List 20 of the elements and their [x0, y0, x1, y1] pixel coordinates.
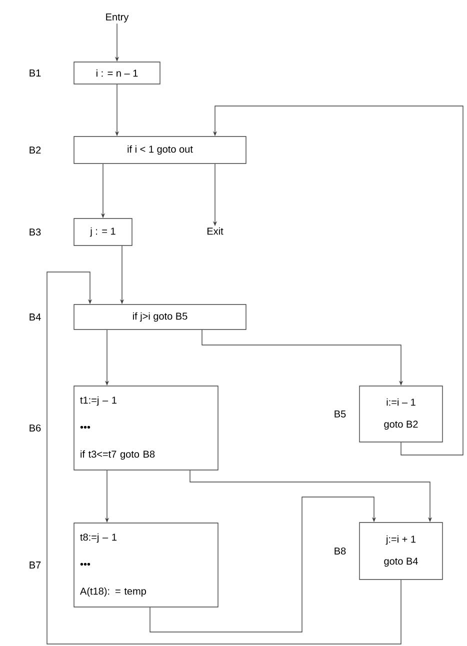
block-box: if j>i goto B5 [74, 304, 246, 330]
block-label: B8 [334, 547, 346, 555]
block-label: B2 [30, 146, 41, 154]
block-box: if i < 1 goto out [74, 136, 246, 164]
block-label: B4 [30, 314, 41, 320]
block-box: t8:=j – 1 ••• A(t18): = temp [74, 522, 218, 608]
block-label: B5 [334, 410, 346, 418]
block-label: B3 [30, 228, 41, 236]
block-box: j : = 1 [74, 218, 132, 246]
block-label: B1 [30, 70, 41, 76]
block-label: B6 [30, 424, 41, 432]
block-box: i : = n – 1 [74, 62, 160, 84]
arrow [46, 272, 402, 644]
terminal-label: Exit [207, 227, 224, 235]
block-box: t1:=j – 1 ••• if t3<=t7 goto B8 [74, 386, 218, 470]
terminal-label: Entry [106, 14, 129, 22]
block-label: B7 [30, 562, 41, 568]
block-box: i:=i – 1 goto B2 [359, 386, 443, 442]
arrow [150, 496, 376, 632]
block-box: j:=i + 1 goto B4 [359, 522, 443, 580]
